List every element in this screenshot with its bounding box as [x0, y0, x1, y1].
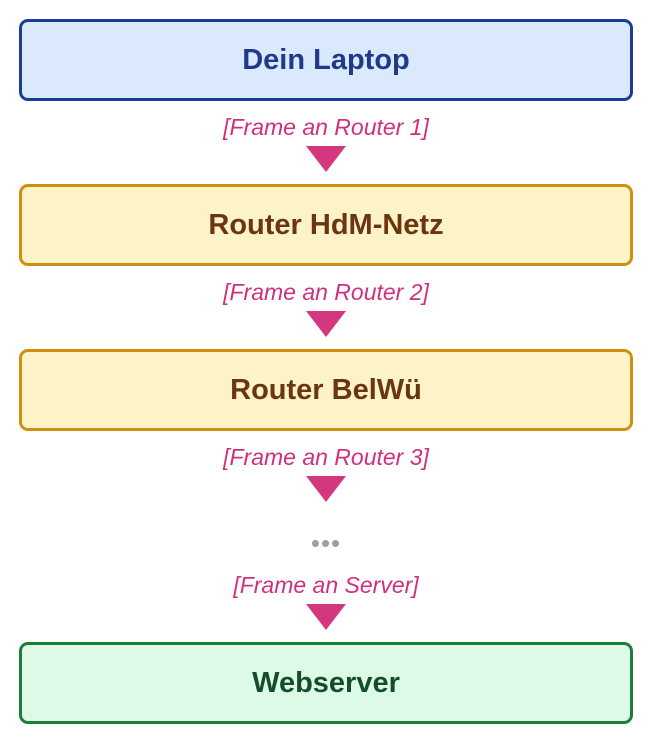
edge-label-router-3: [Frame an Router 3]	[223, 444, 429, 470]
node-webserver: Webserver	[19, 642, 633, 724]
node-router-hdm: Router HdM-Netz	[19, 184, 633, 266]
arrow-down-icon	[306, 604, 346, 630]
edge-label-server: [Frame an Server]	[233, 572, 419, 598]
ellipsis-more-hops: •••	[310, 528, 342, 558]
edge-label-router-1: [Frame an Router 1]	[223, 114, 429, 140]
arrow-down-icon	[306, 311, 346, 337]
arrow-down-icon	[306, 476, 346, 502]
arrow-down-icon	[306, 146, 346, 172]
node-router-belwue: Router BelWü	[19, 349, 633, 431]
edge-label-router-2: [Frame an Router 2]	[223, 279, 429, 305]
node-laptop: Dein Laptop	[19, 19, 633, 101]
